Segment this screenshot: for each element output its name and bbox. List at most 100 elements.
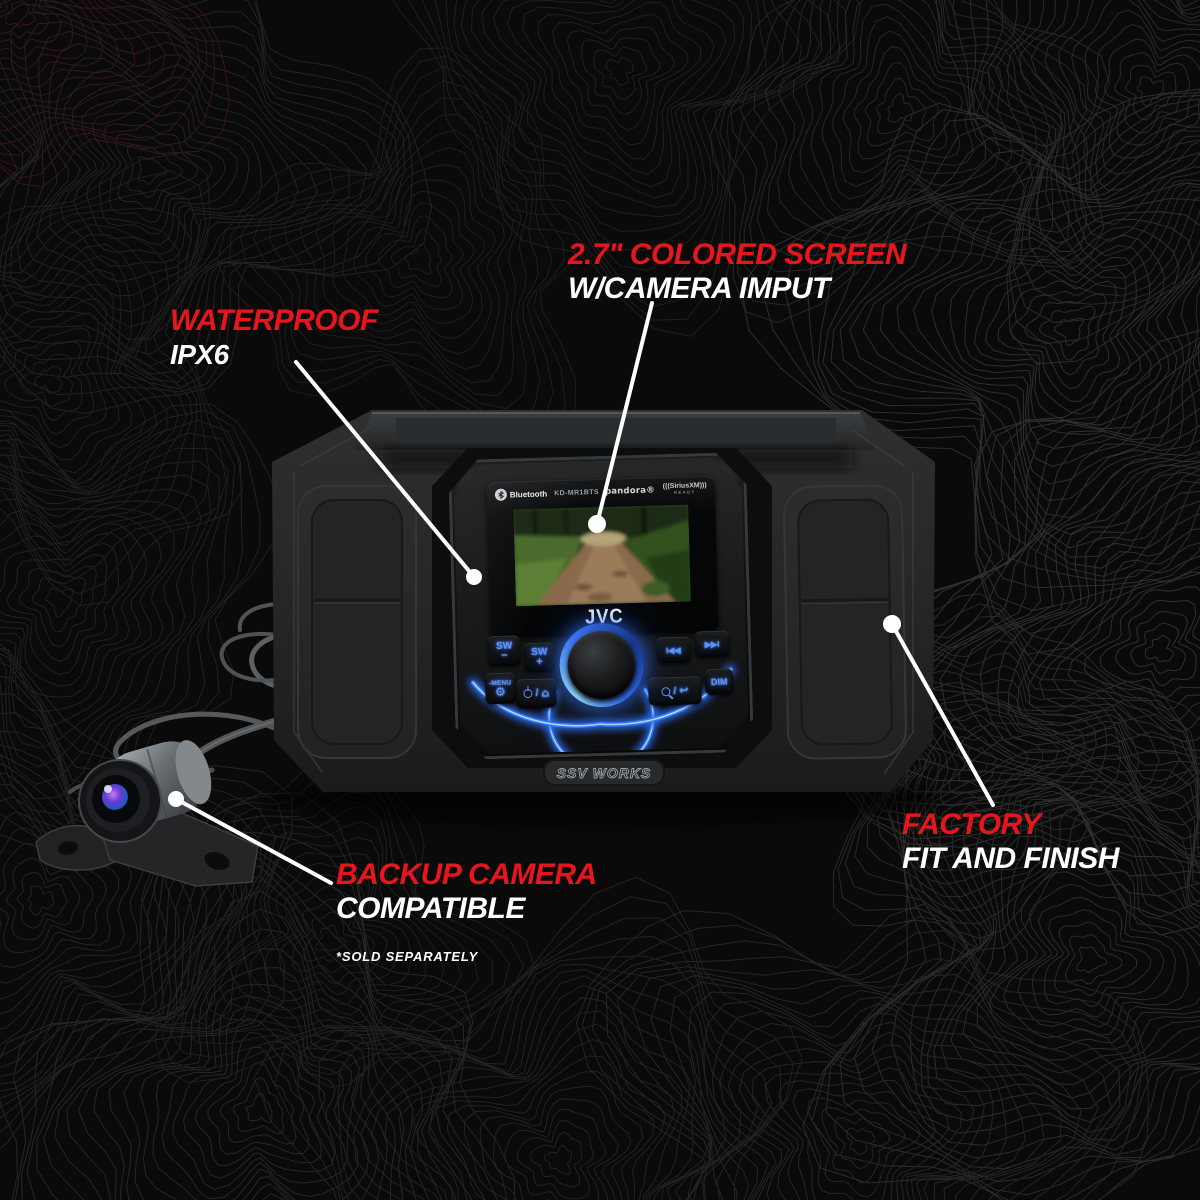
contour-line: [738, 1044, 985, 1200]
contour-line: [846, 1127, 876, 1156]
contour-line: [0, 0, 120, 88]
contour-line: [516, 1119, 594, 1200]
contour-line: [5, 857, 81, 941]
contour-line: [913, 211, 1200, 485]
contour-line: [34, 365, 63, 395]
factory-callout: FACTORY FIT AND FINISH: [902, 808, 1119, 876]
contour-line: [1044, 0, 1200, 225]
contour-line: [1054, 921, 1138, 997]
contour-line: [66, 876, 430, 1200]
contour-line: [1017, 883, 1177, 1028]
contour-line: [862, 165, 1200, 536]
contour-line: [303, 911, 362, 963]
contour-line: [370, 984, 696, 1200]
contour-line: [922, 457, 1200, 840]
contour-line: [1115, 610, 1197, 686]
contour-line: [0, 0, 88, 70]
contour-line: [1043, 909, 1152, 1007]
contour-line: [0, 0, 382, 367]
contour-line: [810, 0, 1001, 211]
contour-line: [299, 129, 514, 384]
contour-line: [1053, 317, 1084, 346]
contour-line: [875, 77, 927, 135]
contour-line: [337, 955, 759, 1200]
screen-line: [595, 301, 654, 526]
bracket-hole-right: [204, 851, 230, 871]
factory-dot: [883, 615, 901, 633]
contour-line: [398, 1010, 683, 1200]
contour-line: [933, 801, 1200, 1110]
contour-line: [479, 1085, 632, 1200]
contour-line: [207, 1046, 310, 1155]
contour-line: [0, 268, 147, 485]
screen-callout: 2.7" COLORED SCREEN W/CAMERA IMPUT: [568, 238, 907, 306]
contour-line: [279, 885, 388, 985]
contour-line: [27, 885, 55, 916]
contour-line: [377, 215, 453, 299]
contour-line: [930, 714, 1044, 812]
contour-line: [997, 268, 1127, 403]
contour-line: [719, 0, 1100, 306]
contour-line: [219, 1061, 297, 1145]
contour-line: [778, 1079, 950, 1200]
contour-line: [935, 0, 1200, 365]
contour-line: [470, 0, 753, 218]
contour-line: [81, 98, 238, 246]
contour-line: [123, 948, 388, 1200]
contour-line: [821, 1106, 906, 1184]
contour-line: [1076, 946, 1108, 974]
contour-line: [0, 487, 190, 749]
contour-line: [390, 228, 443, 287]
brand-badge-text: SSV WORKS: [557, 765, 652, 781]
contour-line: [650, 974, 1099, 1200]
contour-line: [0, 170, 227, 595]
contour-line: [1058, 0, 1200, 208]
contour-line: [879, 182, 1200, 519]
contour-line: [543, 1144, 573, 1175]
contour-line: [315, 147, 505, 370]
contour-line: [0, 0, 150, 105]
contour-line: [1103, 38, 1200, 146]
contour-line: [777, 0, 1038, 239]
waterproof-callout-subtitle: IPX6: [170, 339, 229, 370]
contour-line: [871, 733, 1200, 1159]
backup-callout-title: BACKUP CAMERA: [336, 858, 597, 891]
contour-line: [839, 139, 1200, 558]
contour-line: [183, 1018, 336, 1179]
contour-line: [284, 113, 522, 397]
contour-line: [291, 898, 375, 973]
contour-line: [1144, 635, 1175, 663]
contour-line: [917, 703, 1060, 825]
contour-line: [16, 872, 68, 929]
contour-line: [0, 0, 413, 396]
contour-line: [1019, 0, 1200, 257]
contour-line: [1130, 622, 1186, 675]
contour-line: [1067, 571, 1200, 721]
contour-line: [751, 1055, 975, 1200]
contour-line: [49, 57, 280, 283]
contour-line: [18, 565, 97, 648]
contour-line: [0, 0, 208, 169]
contour-line: [703, 1000, 1045, 1200]
contour-line: [792, 1088, 936, 1200]
contour-line: [0, 447, 229, 815]
contour-line: [315, 924, 347, 952]
contour-line: [0, 0, 216, 179]
contour-line: [920, 775, 1200, 1133]
contour-line: [995, 0, 1200, 279]
contour-line: [6, 553, 108, 662]
contour-line: [0, 0, 104, 80]
contour-line: [384, 997, 690, 1200]
contour-line: [506, 0, 727, 188]
contour-line: [0, 234, 179, 511]
contour-line: [1064, 934, 1123, 985]
contour-line: [204, 820, 462, 1033]
contour-line: [537, 1, 702, 160]
contour-line: [1030, 0, 1200, 242]
contour-line: [492, 0, 736, 199]
contour-line: [949, 226, 1180, 449]
contour-line: [0, 0, 406, 390]
contour-line: [232, 1077, 285, 1135]
contour-line: [529, 1131, 583, 1188]
contour-line: [0, 473, 212, 786]
